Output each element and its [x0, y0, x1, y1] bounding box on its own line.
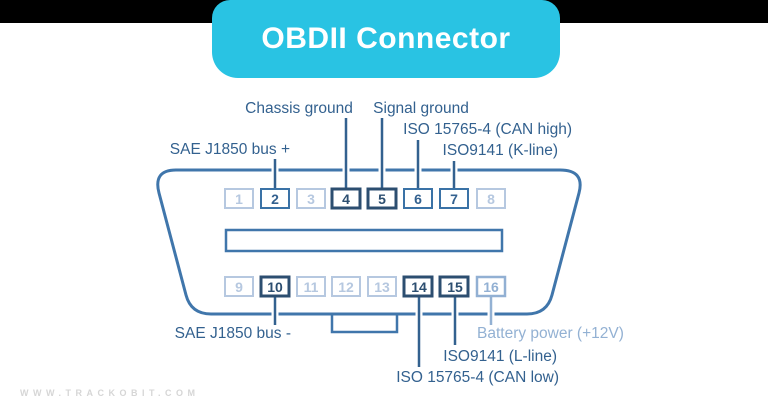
svg-text:7: 7 — [450, 191, 458, 207]
svg-text:15: 15 — [447, 279, 463, 295]
connector-outline — [156, 168, 582, 316]
pin-11: 11 — [296, 276, 326, 297]
pin-10: 10 — [259, 275, 291, 298]
svg-text:11: 11 — [304, 279, 319, 295]
label-sae-j1850-bus-plus: SAE J1850 bus + — [170, 141, 290, 158]
pin-15: 15 — [438, 275, 470, 298]
pin-16: 16 — [475, 275, 507, 298]
pin-2: 2 — [260, 188, 290, 209]
leader-lines — [273, 118, 493, 367]
pin-row-top: 1 2 3 4 5 6 7 — [224, 187, 506, 210]
svg-text:13: 13 — [374, 279, 390, 295]
label-sae-j1850-bus-minus: SAE J1850 bus - — [175, 325, 291, 342]
svg-text:6: 6 — [414, 191, 422, 207]
pin-3: 3 — [296, 188, 326, 209]
label-l-line: ISO9141 (L-line) — [443, 348, 557, 365]
pin-14: 14 — [402, 275, 434, 298]
pin-13: 13 — [367, 276, 397, 297]
svg-text:12: 12 — [338, 279, 354, 295]
pin-8: 8 — [476, 188, 506, 209]
svg-text:4: 4 — [342, 191, 350, 207]
svg-text:1: 1 — [235, 191, 243, 207]
pin-4: 4 — [330, 187, 362, 210]
svg-text:9: 9 — [235, 279, 243, 295]
svg-text:14: 14 — [411, 279, 427, 295]
connector-center-slot — [224, 228, 504, 253]
watermark: WWW.TRACKOBIT.COM — [20, 388, 200, 398]
page-title: OBDII Connector — [261, 22, 511, 55]
svg-text:5: 5 — [378, 191, 386, 207]
pin-1: 1 — [224, 188, 254, 209]
pin-labels: SAE J1850 bus + Chassis ground Signal gr… — [170, 100, 624, 386]
label-can-high: ISO 15765-4 (CAN high) — [403, 121, 572, 138]
label-k-line: ISO9141 (K-line) — [443, 142, 558, 159]
label-chassis-ground: Chassis ground — [245, 100, 353, 117]
svg-text:2: 2 — [271, 191, 279, 207]
pin-5: 5 — [366, 187, 398, 210]
svg-text:8: 8 — [487, 191, 495, 207]
svg-text:10: 10 — [267, 279, 283, 295]
svg-text:3: 3 — [307, 191, 315, 207]
label-battery-power: Battery power (+12V) — [477, 325, 624, 342]
pin-6: 6 — [403, 188, 433, 209]
label-can-low: ISO 15765-4 (CAN low) — [396, 369, 559, 386]
connector-key-notch — [330, 315, 399, 334]
title-banner: OBDII Connector — [212, 0, 560, 78]
svg-text:16: 16 — [483, 279, 499, 295]
pin-7: 7 — [439, 188, 469, 209]
pin-9: 9 — [224, 276, 254, 297]
label-signal-ground: Signal ground — [373, 100, 469, 117]
pin-12: 12 — [331, 276, 361, 297]
pin-row-bottom: 9 10 11 12 13 14 — [224, 275, 507, 298]
